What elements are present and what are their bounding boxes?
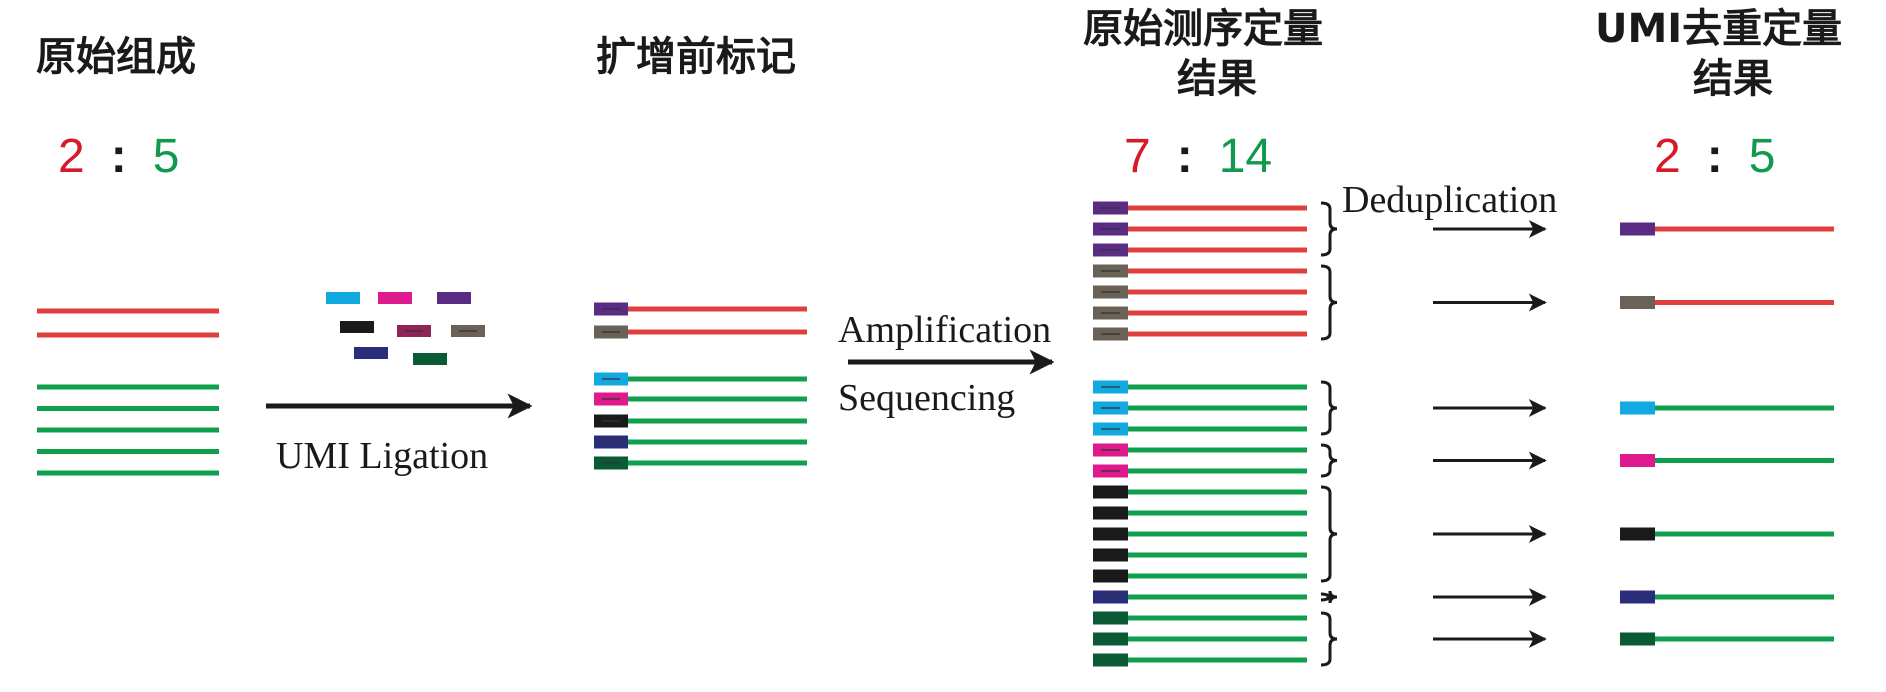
ratio-raw: 7:14 [1124, 132, 1272, 182]
group-brace [1320, 380, 1338, 436]
umi-tag [437, 292, 471, 304]
umi-pool [326, 292, 485, 365]
deduplicated-molecules [1433, 220, 1834, 648]
caption-deduplication: Deduplication [1342, 179, 1558, 221]
umi-tag [1093, 611, 1128, 625]
umi-tag [1093, 632, 1128, 646]
ratio-dedup: 2:5 [1654, 132, 1775, 182]
title-original-composition: 原始组成 [36, 34, 196, 80]
group-brace [1320, 485, 1338, 583]
umi-tag [1093, 548, 1128, 562]
group-brace [1320, 201, 1338, 257]
umi-tag [1093, 527, 1128, 541]
group-brace [1320, 443, 1338, 478]
ratio-red-count: 2 [1654, 130, 1681, 183]
umi-tag [1620, 401, 1655, 415]
original-molecules [37, 308, 219, 476]
umi-tag [1620, 590, 1655, 604]
group-brace [1320, 590, 1338, 604]
caption-sequencing: Sequencing [838, 377, 1016, 419]
ratio-original: 2:5 [58, 132, 179, 182]
umi-tag [1620, 632, 1655, 646]
umi-tag [1093, 506, 1128, 520]
ratio-colon: : [110, 130, 127, 183]
group-brace [1320, 611, 1338, 667]
title-raw-quant-line1: 原始测序定量 [1083, 6, 1323, 52]
caption-umi-ligation: UMI Ligation [276, 435, 489, 477]
ratio-green-count: 14 [1218, 130, 1273, 183]
ratio-green-count: 5 [152, 130, 180, 183]
group-brace [1320, 264, 1338, 341]
umi-tag [1620, 222, 1655, 236]
umi-tag [1620, 527, 1655, 541]
umi-tag [326, 292, 360, 304]
ratio-colon: : [1176, 130, 1193, 183]
labeled-molecules [594, 302, 807, 470]
title-umi-dedup-line1: UMI去重定量 [1595, 6, 1843, 52]
title-raw-quant-line2: 结果 [1177, 56, 1257, 102]
caption-amplification: Amplification [838, 309, 1052, 351]
ratio-red-count: 2 [58, 130, 85, 183]
title-pre-amplification-labeling: 扩增前标记 [596, 34, 796, 80]
sequencing-reads [1093, 201, 1338, 667]
ratio-red-count: 7 [1124, 130, 1151, 183]
ratio-green-count: 5 [1748, 130, 1776, 183]
umi-tag [1093, 653, 1128, 667]
umi-tag [354, 347, 388, 359]
umi-tag [413, 353, 447, 365]
ratio-colon: : [1706, 130, 1723, 183]
umi-tag [340, 321, 374, 333]
umi-tag [1620, 296, 1655, 309]
umi-tag [378, 292, 412, 304]
umi-tag [1093, 485, 1128, 499]
umi-tag [1620, 454, 1655, 467]
title-umi-dedup-line2: 结果 [1693, 56, 1773, 102]
umi-tag [1093, 569, 1128, 583]
